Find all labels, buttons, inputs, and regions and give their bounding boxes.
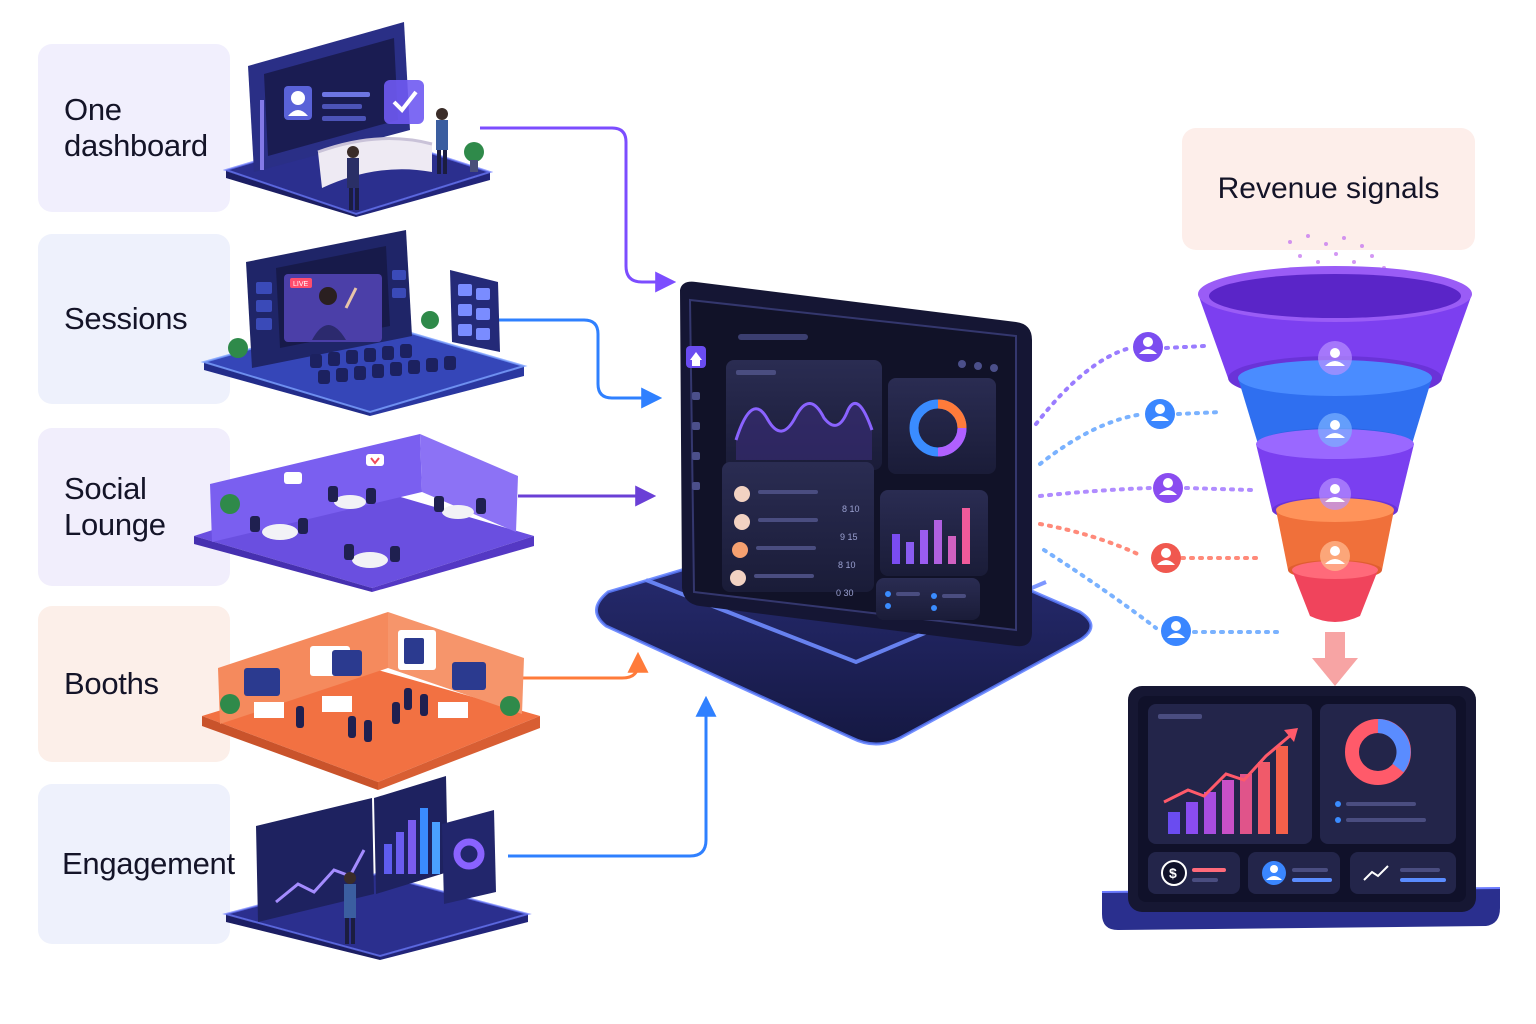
lead-user-icon [1153,473,1183,503]
trend-stat-card [1350,852,1456,894]
bar-chart-icon [384,808,440,874]
table [334,495,366,509]
person-icon [344,884,356,918]
growth-trend-arrow [1163,732,1293,804]
visitors [296,688,428,742]
nav-icon [692,452,700,460]
funnel-user-icon [1318,341,1352,375]
nav-icon [692,392,700,400]
label-text: Sessions [64,301,188,336]
funnel-user-icon [1320,541,1350,571]
audience-group [310,344,456,384]
lounge-scene [194,434,534,592]
table [262,524,298,540]
auditorium-scene: LIVE [200,230,528,416]
attendees [250,486,486,562]
nav-icon [692,482,700,490]
lead-user-icon [1151,543,1181,573]
revenue-funnel [1198,234,1472,686]
line-chart-line [734,401,874,441]
engagement-scene [222,776,532,960]
arrow-sessions [494,318,663,409]
stats-panel [876,578,980,620]
lead-user-icon [1145,399,1175,429]
arrow-engagement [508,695,717,858]
revenue-dashboard: $ [1101,686,1501,930]
list-value: 8 10 [838,560,856,570]
central-dashboard-hub: 8 10 9 15 8 10 0 30 [595,281,1093,746]
lead-user-icon [1133,332,1163,362]
funnel-user-icon [1318,413,1352,447]
list-value: 0 30 [836,588,854,598]
live-badge: LIVE [293,281,309,288]
label-booths: Booths [38,606,230,762]
bar-chart [892,508,970,564]
plant-icon [220,694,240,714]
lead-streams [1034,332,1282,646]
avatar [734,514,750,530]
arrow-booths [520,651,649,680]
donut-icon [453,838,485,870]
attendee-list-panel [722,462,874,592]
booth-screen [404,638,424,664]
label-text: Engagement [62,846,235,881]
revenue-signals-card: Revenue signals [1182,128,1475,250]
booth-screen [244,668,280,696]
plant-icon [220,494,240,514]
booths-scene [202,612,540,790]
booth-screen [332,650,362,676]
plant-icon [228,338,248,358]
label-sessions: Sessions [38,234,230,404]
funnel-user-icon [1319,478,1351,510]
chat-bubble-icon [284,472,302,484]
label-one-dashboard: One dashboard [38,44,230,212]
heart-bubble-icon [366,454,384,466]
down-arrow-icon [1312,632,1358,686]
nav-icon [692,422,700,430]
person-icon [347,158,359,188]
label-text: Social Lounge [64,471,166,542]
label-text: Booths [64,666,159,701]
booth-screen [452,662,486,690]
label-social-lounge: Social Lounge [38,428,230,586]
checkmark-icon [384,80,424,124]
reception-scene [222,22,493,217]
arrow-one-dashboard [480,126,677,293]
revenue-signals-title: Revenue signals [1217,172,1440,205]
growth-bar-chart [1168,746,1288,834]
table [442,505,474,519]
table [352,552,388,568]
trend-line [275,849,366,904]
avatar [734,486,750,502]
donut-panel [888,378,996,474]
label-engagement: Engagement [38,784,235,944]
lead-user-icon [1161,616,1191,646]
label-text: One dashboard [64,92,208,163]
plant-icon [421,311,439,329]
plant-icon [500,696,520,716]
plant-icon [464,142,484,162]
leads-stat-card [1248,852,1340,894]
list-value: 9 15 [840,532,858,542]
trend-up-icon [1363,865,1389,881]
person-icon [436,120,448,150]
dollar-icon [1161,860,1187,886]
presenter-avatar [319,287,337,305]
svg-text:$: $ [1169,865,1177,881]
avatar [732,542,748,558]
avatar [730,570,746,586]
list-value: 8 10 [842,504,860,514]
